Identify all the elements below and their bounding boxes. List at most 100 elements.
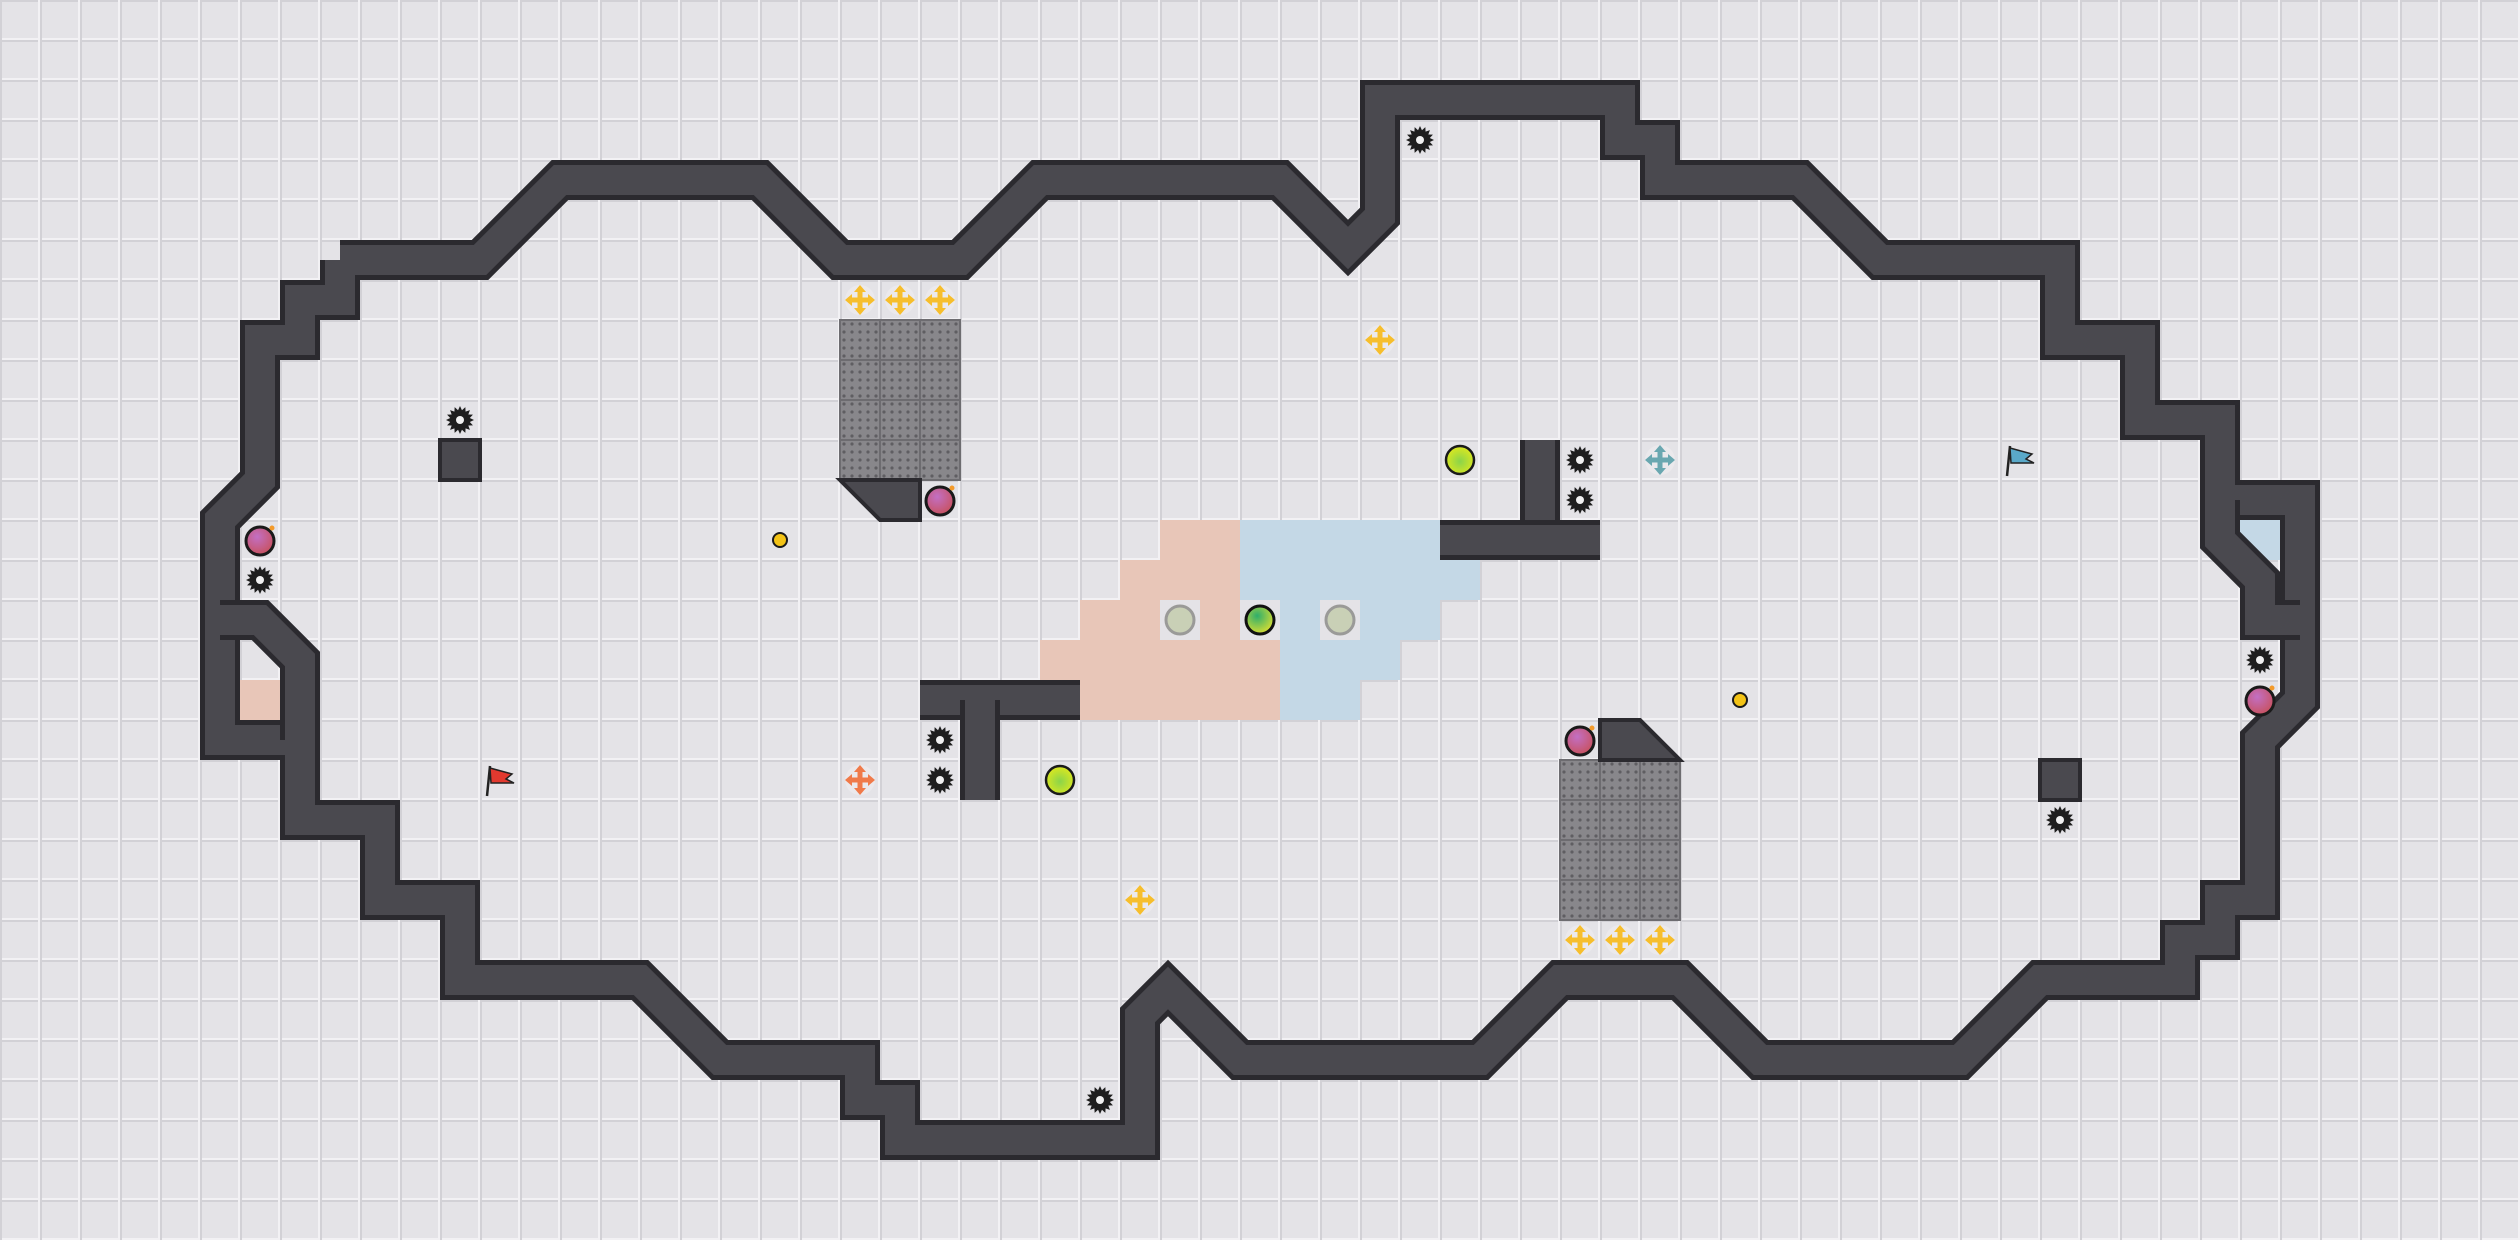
token-icon [772,532,788,548]
gate-tile [919,359,961,401]
gate-tile [1639,799,1681,841]
token-icon [1732,692,1748,708]
boost-icon [1605,925,1635,955]
blue-team-tile [1320,640,1360,680]
red-team-tile [1080,600,1120,640]
spike-icon [2046,806,2074,834]
flag-icon [485,765,515,797]
spike-icon [1566,446,1594,474]
red-team-tile [1200,560,1240,600]
red-team-tile [1160,680,1200,720]
boost-icon [845,765,875,795]
bomb-icon [244,525,276,557]
outer-wall [200,80,2320,1160]
red-team-tile [1160,560,1200,600]
red-team-tile [1200,640,1240,680]
red-team-tile [1080,680,1120,720]
gate-tile [1599,799,1641,841]
gate-tile [919,399,961,441]
red-team-tile [1120,560,1160,600]
blue-team-tile [1400,560,1440,600]
right-inner-wall [2200,500,2300,640]
gate-tile [879,359,921,401]
blue-team-tile [1320,560,1360,600]
spike-icon [246,566,274,594]
blue-team-tile [1320,520,1360,560]
red-team-tile [1040,640,1080,680]
wall-block [2038,758,2082,802]
red-team-tile [1200,600,1240,640]
gate-head-wall [1598,718,1685,762]
powerup-icon [1044,764,1076,796]
red-team-tile [1240,680,1280,720]
gate-tile [1559,799,1601,841]
ball-icon [1164,604,1196,636]
red-team-tile [1160,640,1200,680]
gate-tile [839,319,881,361]
gate-tile [1639,839,1681,881]
red-team-tile [1200,680,1240,720]
bomb-icon [2244,685,2276,717]
red-team-tile [1200,520,1240,560]
boost-icon [1365,325,1395,355]
red-team-tile [1120,680,1160,720]
blue-team-tile [1440,560,1480,600]
blue-team-tile [1400,520,1440,560]
blue-team-tile [1320,680,1360,720]
gate-tile [1599,879,1641,921]
bomb-icon [1564,725,1596,757]
boost-icon [885,285,915,315]
blue-team-tile [1280,560,1320,600]
boost-icon [1645,925,1675,955]
gate-tile [1559,879,1601,921]
gate-foot-wall [835,478,922,522]
spike-icon [446,406,474,434]
powerup-icon [1444,444,1476,476]
wall-block [438,438,482,482]
boost-icon [1645,445,1675,475]
red-team-tile [1120,640,1160,680]
blue-team-tile [1240,560,1280,600]
red-team-tile [1240,640,1280,680]
gate-tile [1599,839,1641,881]
gate-tile [879,439,921,481]
gate-tile [1639,879,1681,921]
gate-tile [919,439,961,481]
red-team-tile [240,680,280,720]
boost-icon [1565,925,1595,955]
blue-team-tile [1280,640,1320,680]
boost-icon [845,285,875,315]
boost-icon [1125,885,1155,915]
spike-icon [1406,126,1434,154]
left-inner-wall [220,600,320,740]
bomb-icon [924,485,956,517]
blue-team-tile [1240,520,1280,560]
blue-team-tile [1360,560,1400,600]
marsball-icon [1244,604,1276,636]
boost-icon [925,285,955,315]
gate-tile [839,399,881,441]
gate-tile [1599,759,1641,801]
red-team-tile [1120,600,1160,640]
ball-icon [1324,604,1356,636]
gate-tile [1559,759,1601,801]
spike-icon [1086,1086,1114,1114]
gate-tile [839,439,881,481]
blue-team-tile [1360,640,1400,680]
blue-team-tile [1280,520,1320,560]
blue-team-tile [1360,600,1400,640]
spike-icon [2246,646,2274,674]
red-team-tile [1160,520,1200,560]
red-team-tile [1080,640,1120,680]
gate-tile [919,319,961,361]
gate-tile [839,359,881,401]
blue-team-tile [1280,680,1320,720]
blue-team-tile [1400,600,1440,640]
gate-tile [879,399,921,441]
gate-tile [1639,759,1681,801]
blue-team-tile [1280,600,1320,640]
spike-icon [1566,486,1594,514]
gate-tile [879,319,921,361]
